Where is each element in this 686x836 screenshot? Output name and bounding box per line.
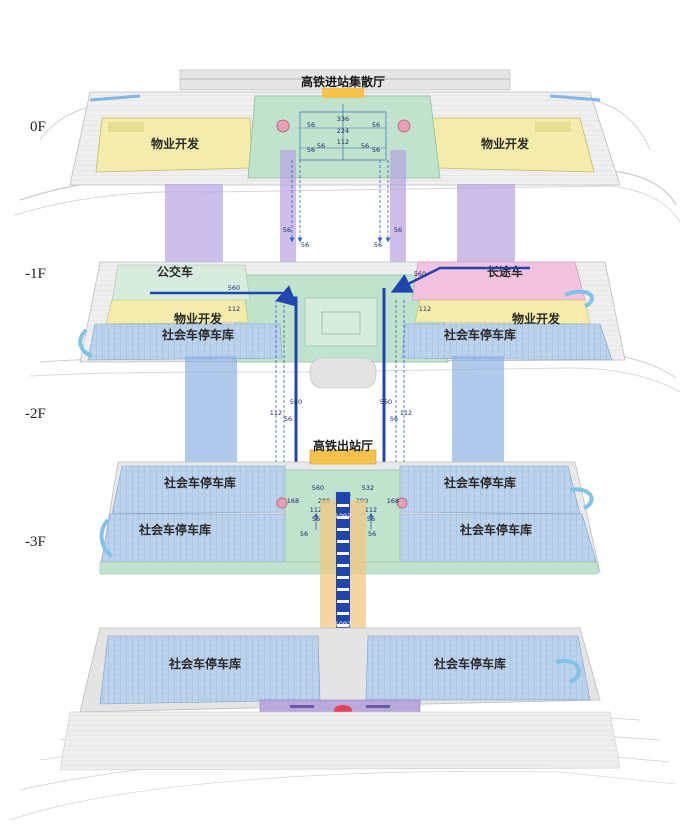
flow-b2f-560-left: 560 bbox=[290, 398, 302, 406]
shafts-b1f-to-b2f bbox=[185, 356, 504, 464]
flow-shaft-56-b: 56 bbox=[301, 241, 309, 249]
flow-0f-56-b: 56 bbox=[372, 121, 380, 129]
flow-shaft-56-d: 56 bbox=[394, 226, 402, 234]
flow-shaft-56-a: 56 bbox=[283, 226, 291, 234]
zone-parking-b1f-left: 社会车停车库 bbox=[161, 327, 234, 342]
zone-property-dev-b1f-right: 物业开发 bbox=[512, 311, 561, 326]
flow-0f-56-a: 56 bbox=[307, 121, 315, 129]
departure-hall-label: 高铁进站集散厅 bbox=[301, 74, 385, 89]
zone-parking-platform-right: 社会车停车库 bbox=[433, 656, 506, 671]
level-label-b1f: -1F bbox=[25, 266, 46, 282]
level-label-0f: 0F bbox=[30, 119, 46, 135]
arrival-hall-label: 高铁出站厅 bbox=[313, 438, 373, 453]
flow-b2f-56-left: 56 bbox=[284, 415, 292, 423]
flow-shaft-1092-a: 1092 bbox=[335, 512, 352, 520]
zone-parking-platform-left: 社会车停车库 bbox=[168, 656, 241, 671]
flow-low-56-lower-left: 56 bbox=[300, 530, 308, 538]
zone-parking-b3f-left: 社会车停车库 bbox=[138, 522, 211, 537]
flow-low-112-right: 112 bbox=[365, 506, 377, 514]
flow-b1f-560-right: 560 bbox=[414, 270, 426, 278]
level-b1f-plan: 公交车 长途车 物业开发 物业开发 社会车停车库 社会车停车库 560 560 … bbox=[29, 261, 681, 393]
flow-shaft-56-c: 56 bbox=[374, 241, 382, 249]
level-label-b3f: -3F bbox=[25, 534, 46, 550]
flow-b1f-560-left: 560 bbox=[228, 284, 240, 292]
flow-0f-336: 336 bbox=[337, 115, 349, 123]
zone-parking-b3f-right: 社会车停车库 bbox=[459, 522, 532, 537]
flow-b1f-112-left: 112 bbox=[228, 305, 240, 313]
flow-b2f-56-right: 56 bbox=[390, 415, 398, 423]
flow-low-112-left: 112 bbox=[310, 506, 322, 514]
flow-low-532: 532 bbox=[362, 484, 374, 492]
zone-property-dev-b1f-left: 物业开发 bbox=[174, 311, 223, 326]
flow-shaft-1092-b: 1092 bbox=[335, 620, 352, 628]
flow-low-560-left: 560 bbox=[312, 484, 324, 492]
flow-0f-56-d: 56 bbox=[372, 146, 380, 154]
flow-0f-112: 112 bbox=[337, 138, 349, 146]
zone-bus: 公交车 bbox=[157, 264, 193, 279]
flow-b2f-112-right: 112 bbox=[400, 409, 412, 417]
flow-b2f-112-left: 112 bbox=[270, 409, 282, 417]
flow-0f-56-e: 56 bbox=[317, 142, 325, 150]
zone-property-dev-0f-left: 物业开发 bbox=[151, 136, 200, 151]
zone-parking-b2f-left: 社会车停车库 bbox=[163, 475, 236, 490]
flow-b2f-560-right: 560 bbox=[380, 398, 392, 406]
platform-level-plan: 社会车停车库 社会车停车库 bbox=[9, 627, 677, 821]
flow-0f-56-f: 56 bbox=[361, 142, 369, 150]
flow-0f-56-c: 56 bbox=[307, 146, 315, 154]
level-label-b2f: -2F bbox=[25, 406, 46, 422]
level-0f-plan: 高铁进站集散厅 物业开发 物业开发 336 224 112 56 56 56 5… bbox=[14, 69, 681, 223]
flow-b1f-112-right: 112 bbox=[419, 305, 431, 313]
zone-property-dev-0f-right: 物业开发 bbox=[481, 136, 530, 151]
flow-low-168-right: 168 bbox=[387, 497, 399, 505]
zone-parking-b1f-right: 社会车停车库 bbox=[443, 327, 516, 342]
flows-0f-to-b1f: 56 56 56 56 bbox=[283, 160, 402, 249]
zone-parking-b2f-right: 社会车停车库 bbox=[443, 475, 516, 490]
flow-0f-224: 224 bbox=[337, 127, 349, 135]
flow-low-56-lower-right: 56 bbox=[368, 530, 376, 538]
zone-coach: 长途车 bbox=[487, 264, 523, 279]
flow-low-168-left: 168 bbox=[287, 497, 299, 505]
